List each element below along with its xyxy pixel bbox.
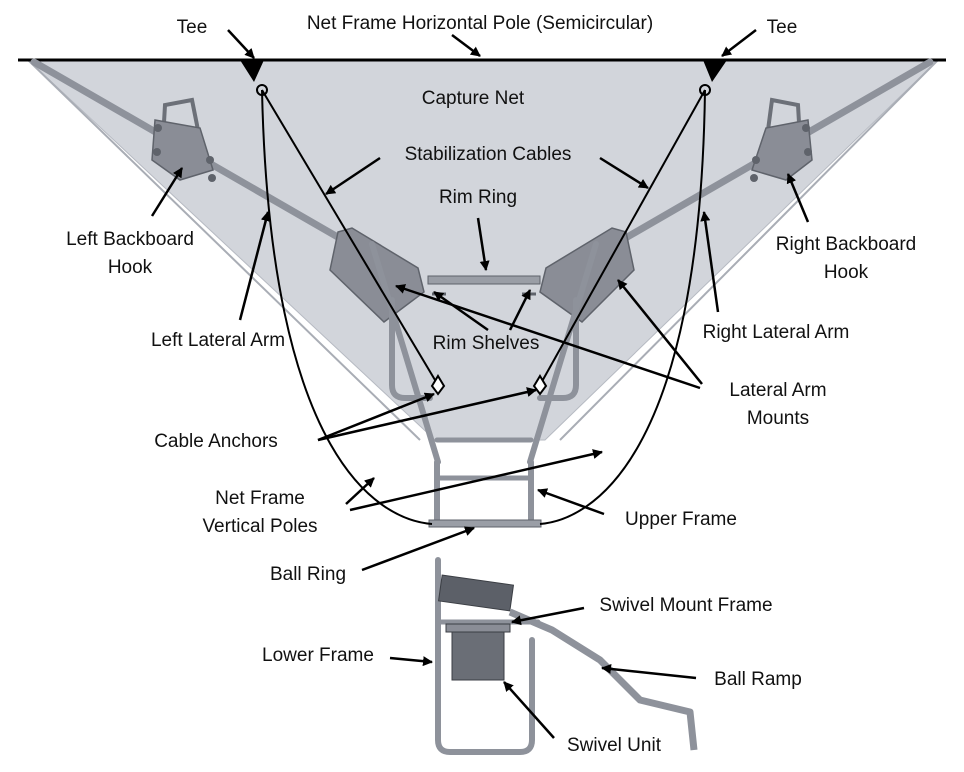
label-rim-shelves: Rim Shelves [433,333,540,354]
arrow-lateral-arm-mount-left [395,284,701,390]
label-left-lateral-arm: Left Lateral Arm [151,330,285,351]
arrow-left-lateral-arm [238,211,271,321]
arrow-lower-frame [389,656,433,667]
label-lateral-arm-mounts-line2: Mounts [747,408,809,429]
swivel-mount-plate [437,574,515,612]
arrow-stab-cables-left [325,156,381,196]
arrow-left-backboard-hook [150,167,184,217]
arrow-right-backboard-hook [786,173,810,223]
label-tee-left: Tee [177,17,208,38]
label-tee-right: Tee [767,17,798,38]
arrow-tee-right [721,29,757,57]
cable-anchor-left [430,374,446,396]
arrow-rim-ring [476,217,490,271]
label-right-lateral-arm: Right Lateral Arm [703,322,850,343]
label-vertical-poles-line1: Net Frame [215,488,305,509]
label-swivel-unit: Swivel Unit [567,735,662,756]
arrow-horizontal-pole [451,34,481,57]
ball-ring-bar [428,519,542,528]
arrow-swivel-mount-frame [511,606,585,626]
label-left-backboard-hook-line2: Hook [108,257,153,278]
label-right-backboard-hook-line1: Right Backboard [776,234,916,255]
left-lateral-arm-mount [329,227,425,323]
arrow-right-lateral-arm [700,211,720,313]
cable-anchor-right [532,374,548,396]
label-lateral-arm-mounts-line1: Lateral Arm [729,380,826,401]
right-backboard-hook [750,97,813,182]
stabilization-cables [261,89,706,525]
label-upper-frame: Upper Frame [625,509,737,530]
arrow-ball-ramp [601,663,697,680]
arrow-vertical-pole-left [345,477,375,505]
label-right-backboard-hook-line2: Hook [824,262,869,283]
arrow-swivel-unit [503,681,555,739]
arrow-cable-anchor-right [317,387,537,442]
rim-ring-bar [427,275,541,285]
arrow-ball-ring [361,526,475,572]
label-ball-ring: Ball Ring [270,564,346,585]
ball-ramp-structure [508,608,698,751]
label-rim-ring: Rim Ring [439,187,517,208]
arrow-cable-anchor-left [317,392,435,442]
arrow-vertical-pole-right [349,449,603,512]
label-vertical-poles-line2: Vertical Poles [202,516,317,537]
tee-left-shape [240,60,268,96]
arrow-rim-shelf-left [433,290,489,332]
left-backboard-hook [151,97,216,182]
arrow-lateral-arm-mount-right [617,279,703,385]
label-lower-frame: Lower Frame [262,645,374,666]
net-edge-left [27,59,421,441]
arrow-stab-cables-right [599,156,649,190]
arrow-tee-left [227,29,255,59]
label-stabilization-cables: Stabilization Cables [405,144,572,165]
net-edge-right [559,59,939,441]
label-ball-ramp: Ball Ramp [714,669,802,690]
swivel-unit-top [445,623,511,633]
label-cable-anchors: Cable Anchors [154,431,278,452]
label-left-backboard-hook-line1: Left Backboard [66,229,194,250]
swivel-unit-body [451,627,505,681]
label-capture-net: Capture Net [422,88,525,109]
arrow-upper-frame [537,488,605,516]
label-horizontal-pole: Net Frame Horizontal Pole (Semicircular) [307,13,653,34]
tee-right-shape [699,60,727,96]
label-swivel-mount-frame: Swivel Mount Frame [599,595,772,616]
arrow-rim-shelf-right [508,289,532,331]
